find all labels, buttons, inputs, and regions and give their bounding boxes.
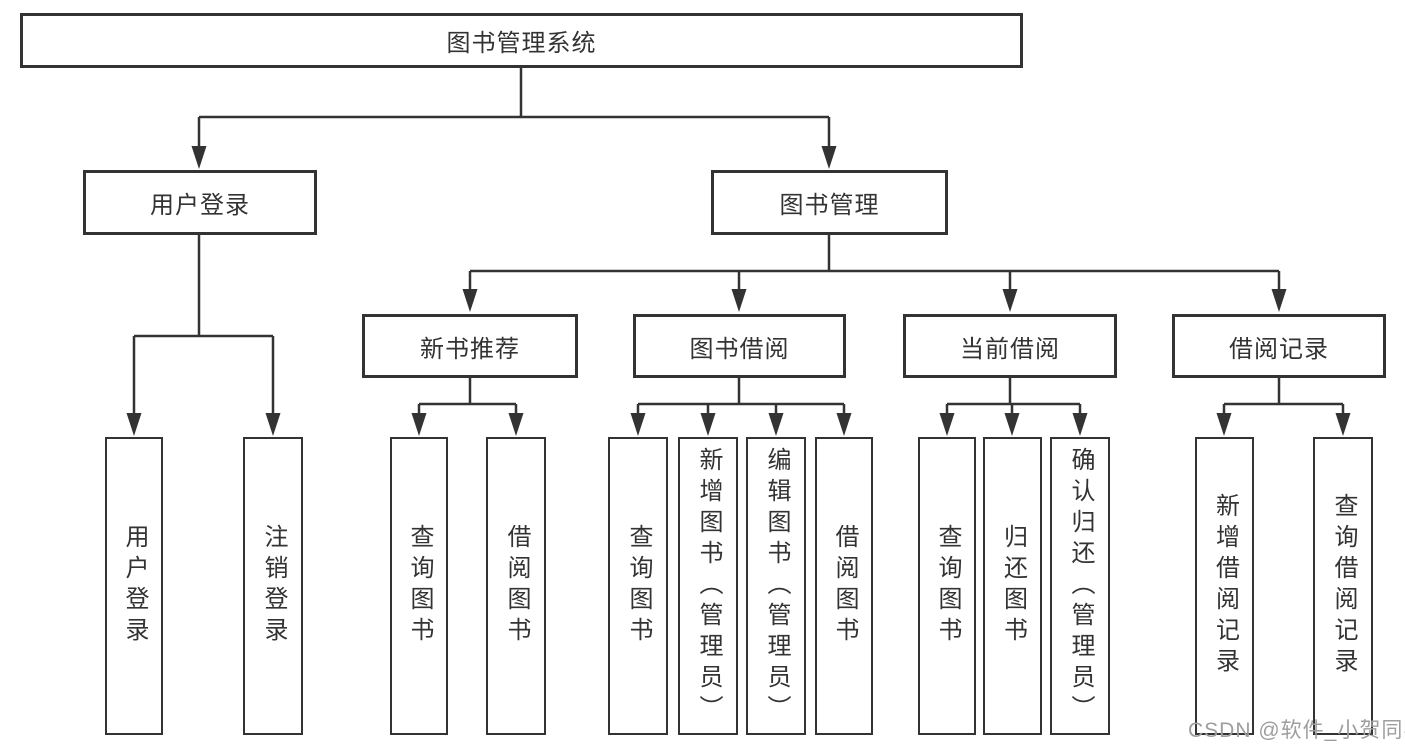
node-label: 编辑图书（管理员） xyxy=(763,446,790,726)
leaf-add-borrow-record: 新增借阅记录 xyxy=(1195,437,1254,735)
node-label: 新增图书（管理员） xyxy=(695,446,722,726)
node-library-management-system: 图书管理系统 xyxy=(20,13,1023,68)
leaf-borrow-books: 借阅图书 xyxy=(815,437,873,735)
node-label: 注销登录 xyxy=(260,524,287,648)
leaf-user-login: 用户登录 xyxy=(105,437,163,735)
node-label: 查询图书 xyxy=(625,524,652,648)
node-label: 用户登录 xyxy=(150,192,250,219)
node-label: 查询图书 xyxy=(934,524,961,648)
node-label: 新书推荐 xyxy=(420,335,520,363)
node-book-management: 图书管理 xyxy=(711,170,948,235)
node-label: 图书管理系统 xyxy=(446,30,597,57)
node-label: 借阅图书 xyxy=(831,524,858,648)
leaf-query-books-recommend: 查询图书 xyxy=(390,437,448,735)
leaf-borrow-books-recommend: 借阅图书 xyxy=(486,437,546,735)
leaf-confirm-return-admin: 确认归还（管理员） xyxy=(1050,437,1110,735)
leaf-edit-book-admin: 编辑图书（管理员） xyxy=(746,437,806,735)
node-label: 图书借阅 xyxy=(689,335,790,363)
arrowhead-icons xyxy=(126,146,1351,436)
node-label: 图书管理 xyxy=(779,192,880,219)
node-label: 当前借阅 xyxy=(960,335,1060,363)
leaf-return-books: 归还图书 xyxy=(983,437,1042,735)
leaf-add-book-admin: 新增图书（管理员） xyxy=(678,437,738,735)
node-borrowing-records: 借阅记录 xyxy=(1172,314,1386,378)
leaf-query-books-current: 查询图书 xyxy=(918,437,976,735)
node-new-book-recommendation: 新书推荐 xyxy=(362,314,578,378)
node-label: 新增借阅记录 xyxy=(1211,493,1239,679)
leaf-logout: 注销登录 xyxy=(243,437,303,735)
csdn-watermark: CSDN @软件_小贺同学 xyxy=(1188,719,1405,742)
node-book-borrowing: 图书借阅 xyxy=(633,314,846,378)
node-label: 借阅图书 xyxy=(503,524,530,648)
leaf-query-books-borrow: 查询图书 xyxy=(608,437,668,735)
node-label: 查询借阅记录 xyxy=(1330,493,1357,679)
node-user-login: 用户登录 xyxy=(83,170,317,235)
node-label: 确认归还（管理员） xyxy=(1067,446,1094,726)
node-label: 归还图书 xyxy=(999,524,1027,648)
node-label: 用户登录 xyxy=(121,524,148,648)
node-label: 查询图书 xyxy=(406,524,433,648)
node-label: 借阅记录 xyxy=(1229,335,1329,363)
node-current-borrowing: 当前借阅 xyxy=(903,314,1117,378)
leaf-query-borrow-record: 查询借阅记录 xyxy=(1313,437,1373,735)
